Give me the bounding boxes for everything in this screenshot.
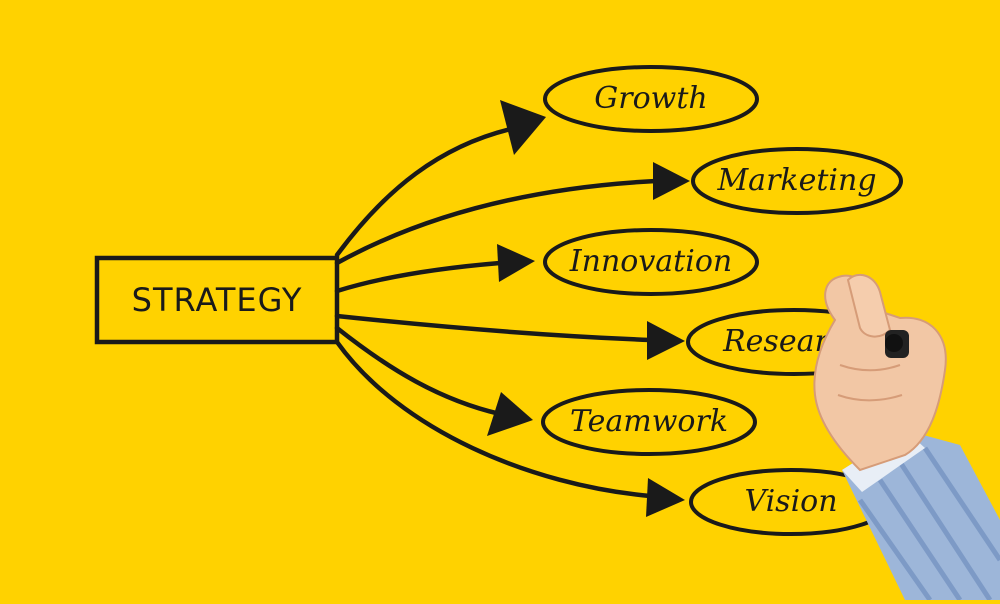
arrow-innovation [334, 244, 535, 294]
branch-label-growth: Growth [594, 81, 707, 116]
strategy-label: STRATEGY [132, 281, 303, 319]
branch-label-vision: Vision [744, 484, 837, 519]
branch-label-teamwork: Teamwork [570, 404, 728, 439]
arrow-teamwork [334, 325, 533, 436]
hand [813, 274, 947, 472]
arrow-growth [334, 100, 546, 258]
arrow-vision [334, 339, 685, 517]
ellipse-growth [543, 65, 759, 133]
strategy-box [94, 255, 340, 345]
ellipse-marketing [691, 147, 903, 215]
branch-label-marketing: Marketing [716, 163, 876, 198]
ellipse-teamwork [541, 388, 757, 456]
arrow-research [334, 313, 685, 360]
arrow-marketing [334, 162, 690, 266]
hand-with-marker-illustration [813, 273, 1000, 602]
branch-label-innovation: Innovation [569, 244, 732, 279]
ellipse-innovation [543, 228, 759, 296]
